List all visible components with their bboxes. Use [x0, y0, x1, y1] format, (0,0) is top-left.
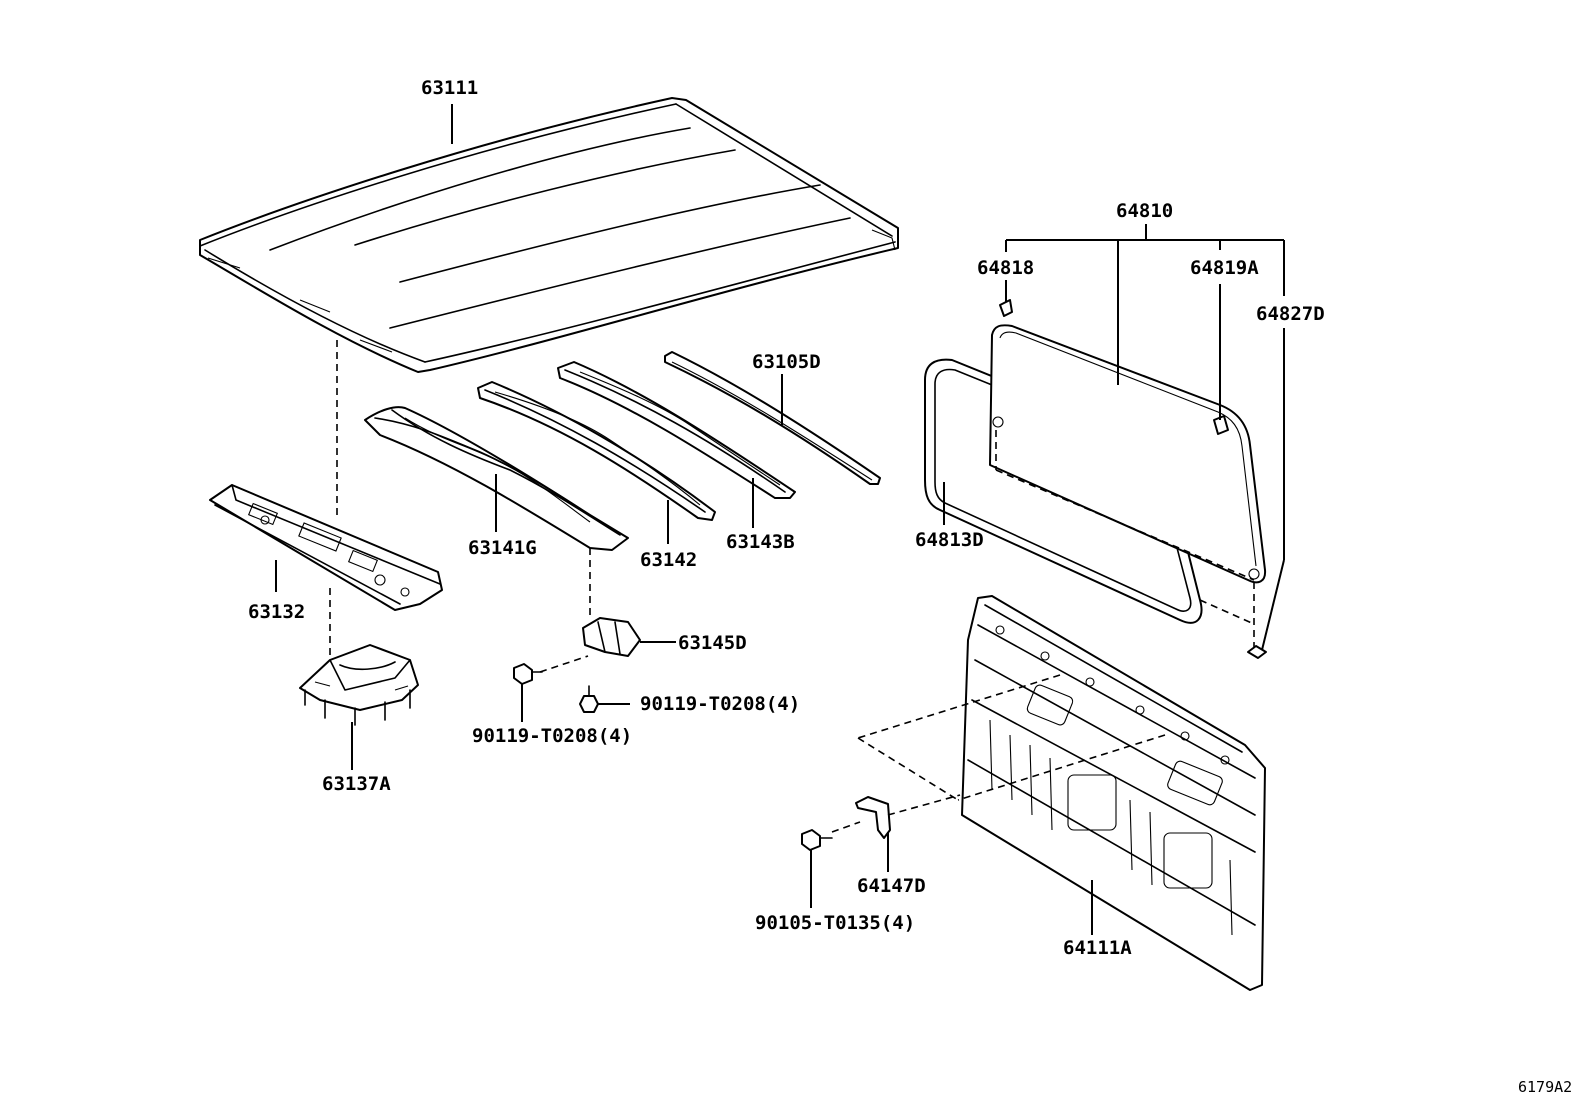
roof-bow-rear[interactable] [664, 351, 881, 485]
label-64818[interactable]: 64818 [977, 257, 1034, 279]
part-labels: 63111 64810 64818 64819A 64827D 63105D 6… [248, 77, 1572, 1096]
label-63137a[interactable]: 63137A [322, 773, 391, 795]
label-64147d[interactable]: 64147D [857, 875, 926, 897]
back-panel[interactable] [961, 595, 1266, 991]
roof-reinforcement-front[interactable] [209, 484, 443, 611]
assembly-lines [329, 340, 1255, 833]
roof-bow-63142[interactable] [477, 381, 716, 521]
bolt-left[interactable] [513, 663, 543, 685]
back-panel-bolt[interactable] [801, 829, 833, 851]
label-64819a[interactable]: 64819A [1190, 257, 1259, 279]
bracket-63145d[interactable] [582, 617, 641, 657]
header-bracket[interactable] [299, 644, 419, 726]
label-64827d[interactable]: 64827D [1256, 303, 1325, 325]
roof-panel[interactable] [199, 97, 899, 373]
label-63141g[interactable]: 63141G [468, 537, 537, 559]
label-bolt-left[interactable]: 90119-T0208(4) [472, 725, 632, 747]
diagram-code: 6179A2 [1518, 1078, 1572, 1096]
back-window-glass[interactable] [989, 324, 1267, 584]
leader-lines [275, 104, 1285, 935]
back-panel-bracket[interactable] [855, 796, 891, 839]
label-64810[interactable]: 64810 [1116, 200, 1173, 222]
label-64111a[interactable]: 64111A [1063, 937, 1132, 959]
label-bolt-right[interactable]: 90119-T0208(4) [640, 693, 800, 715]
label-63145d[interactable]: 63145D [678, 632, 747, 654]
label-64813d[interactable]: 64813D [915, 529, 984, 551]
clip-64818[interactable] [999, 299, 1013, 317]
bolt-right[interactable] [579, 685, 599, 713]
label-63111[interactable]: 63111 [421, 77, 478, 99]
roof-bow-63143b[interactable] [557, 361, 796, 499]
label-63143b[interactable]: 63143B [726, 531, 795, 553]
label-63142[interactable]: 63142 [640, 549, 697, 571]
label-63105d[interactable]: 63105D [752, 351, 821, 373]
label-back-panel-bolt[interactable]: 90105-T0135(4) [755, 912, 915, 934]
label-63132[interactable]: 63132 [248, 601, 305, 623]
